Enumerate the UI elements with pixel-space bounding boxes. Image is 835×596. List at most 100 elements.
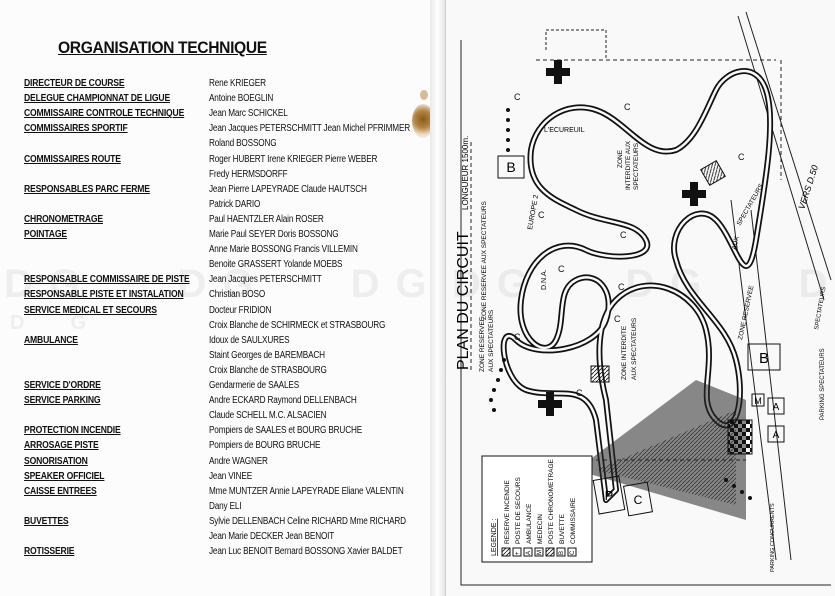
legend-key: A — [526, 551, 532, 555]
circuit-map: B B M A A P C C C C C — [455, 11, 832, 586]
names-text: Rene KRIEGER — [209, 78, 266, 89]
first-aid-cross-3 — [538, 392, 562, 416]
svg-text:C: C — [514, 332, 521, 342]
marker-p: P — [592, 475, 626, 515]
map-length: LONGUEUR 1500m. — [461, 136, 470, 210]
organisation-row: POINTAGE Marie Paul SEYER Doris BOSSONG — [0, 229, 430, 243]
svg-text:B: B — [759, 350, 769, 367]
role-label: SERVICE D'ORDRE — [24, 380, 101, 391]
svg-text:C: C — [614, 314, 621, 324]
binding-gutter — [430, 0, 445, 596]
names-text: Staint Georges de BAREMBACH — [209, 349, 325, 361]
legend-key-box — [523, 547, 533, 557]
legend-item: MEDECIN — [537, 514, 544, 544]
svg-text:A: A — [773, 402, 780, 413]
legend-key: C — [570, 550, 576, 555]
fire-reserve-box-1 — [700, 160, 726, 186]
svg-text:P: P — [605, 488, 614, 503]
organisation-row: COMMISSAIRES SPORTIF Jean Jacques PETERSC… — [0, 123, 430, 137]
fire-reserve-box-2 — [590, 365, 610, 383]
legend-item: BUVETTE — [559, 513, 566, 544]
legend-key: + — [515, 551, 521, 555]
role-label: SPEAKER OFFICIEL — [24, 470, 105, 482]
legend-item: AMBULANCE — [526, 503, 533, 544]
role-label: ARROSAGE PISTE — [24, 440, 99, 452]
organisation-row: Croix Blanche de STRASBOURG — [0, 365, 430, 379]
names-text: Pompiers de SAALES et BOURG BRUCHE — [209, 425, 363, 437]
label-parking-concurrents: PARKING CONCURRENTS — [770, 503, 776, 572]
organisation-row: Roland BOSSONG — [0, 138, 430, 152]
legend-item: POSTE CHRONOMETRAGE — [548, 458, 555, 544]
names-text: Jean Jacques PETERSCHMITT Jean Michel PF… — [209, 123, 411, 135]
legend-title: LEGENDE : — [491, 519, 498, 556]
label-zone-interdite-top: ZONE — [617, 149, 624, 168]
finish-line — [727, 419, 753, 455]
role-label: DIRECTEUR DE COURSE — [24, 78, 125, 89]
stain — [412, 104, 430, 138]
organisation-row: ARROSAGE PISTE Pompiers de BOURG BRUCHE — [0, 440, 430, 454]
legend-key-box — [512, 547, 522, 557]
page-title: ORGANISATION TECHNIQUE — [58, 38, 267, 57]
left-page: DG DG DG DG DG ORGANISATION TECHNIQUE DI… — [0, 0, 431, 596]
names-text: Sylvie DELLENBACH Celine RICHARD Mme RIC… — [209, 515, 406, 527]
svg-text:C: C — [738, 152, 745, 162]
svg-text:C: C — [576, 388, 583, 398]
names-text: Croix Blanche de SCHIRMECK et STRASBOURG — [209, 319, 386, 331]
role-label: SERVICE MEDICAL ET SECOURS — [24, 304, 157, 316]
names-text: Patrick DARIO — [209, 198, 261, 210]
watermark-left: DG DG DG DG — [4, 262, 430, 306]
marker-a-2: A — [767, 425, 785, 443]
label-zone-interdite-mid: ZONE INTERDITE — [621, 325, 628, 380]
role-label: COMMISSAIRES SPORTIF — [24, 123, 128, 135]
role-label: POINTAGE — [24, 229, 67, 240]
role-label: AMBULANCE — [24, 334, 78, 346]
right-page: DG DG DG — [445, 0, 835, 596]
map-legend: LEGENDE : RESERVE INCENDIE + POSTE DE SECO… — [481, 455, 593, 563]
map-title: PLAN DU CIRCUIT — [455, 231, 472, 370]
svg-text:C: C — [634, 493, 643, 507]
label-zone-reserve-left-2: AUX SPECTATEURS — [488, 309, 495, 372]
svg-text:C: C — [538, 210, 545, 220]
role-label: CAISSE ENTREES — [24, 485, 97, 497]
label-zone-interdite-top-3: SPECTATEURS — [633, 142, 640, 190]
svg-text:C: C — [514, 92, 521, 102]
stain-drop — [420, 90, 428, 100]
first-aid-cross-2 — [682, 182, 706, 206]
organisation-row: Fredy HERMSDORFF — [0, 169, 430, 183]
label-zone-reserve-right: ZONE RESERVEE — [737, 284, 755, 340]
names-text: Pompiers de BOURG BRUCHE — [209, 440, 321, 452]
role-label: DELEGUE CHAMPIONNAT DE LIGUE — [24, 93, 171, 105]
legend-key: M — [537, 550, 543, 555]
names-text: Roland BOSSONG — [209, 138, 277, 150]
svg-text:A: A — [773, 430, 780, 441]
legend-item: COMMISSAIRE — [570, 497, 577, 544]
names-text: Jean Marie DECKER Jean BENOIT — [209, 531, 335, 542]
label-zone-reserve-right-2: AUX — [731, 235, 741, 250]
legend-key-box — [501, 547, 511, 557]
legend-item: POSTE DE SECOURS — [515, 477, 522, 544]
label-zone-interdite-mid-2: AUX SPECTATEURS — [631, 317, 638, 380]
label-zone-left-top: ZONE RESERVEE AUX SPECTATEURS — [481, 201, 488, 320]
organisation-row: SPEAKER OFFICIEL Jean VINEE — [0, 471, 430, 485]
svg-text:C: C — [620, 230, 627, 240]
names-text: Christian BOSO — [209, 289, 266, 301]
svg-text:B: B — [506, 159, 515, 175]
names-text: Andre ECKARD Raymond DELLENBACH — [209, 395, 357, 407]
role-label: SERVICE PARKING — [24, 395, 101, 407]
names-text: Andre WAGNER — [209, 455, 268, 467]
names-text: Jean VINEE — [209, 470, 253, 482]
names-text: Marie Paul SEYER Doris BOSSONG — [209, 229, 339, 240]
organisation-row: Croix Blanche de SCHIRMECK et STRASBOURG — [0, 320, 430, 334]
legend-item: RESERVE INCENDIE — [504, 480, 511, 544]
label-vers-d50: VERS D.50 — [796, 164, 820, 211]
